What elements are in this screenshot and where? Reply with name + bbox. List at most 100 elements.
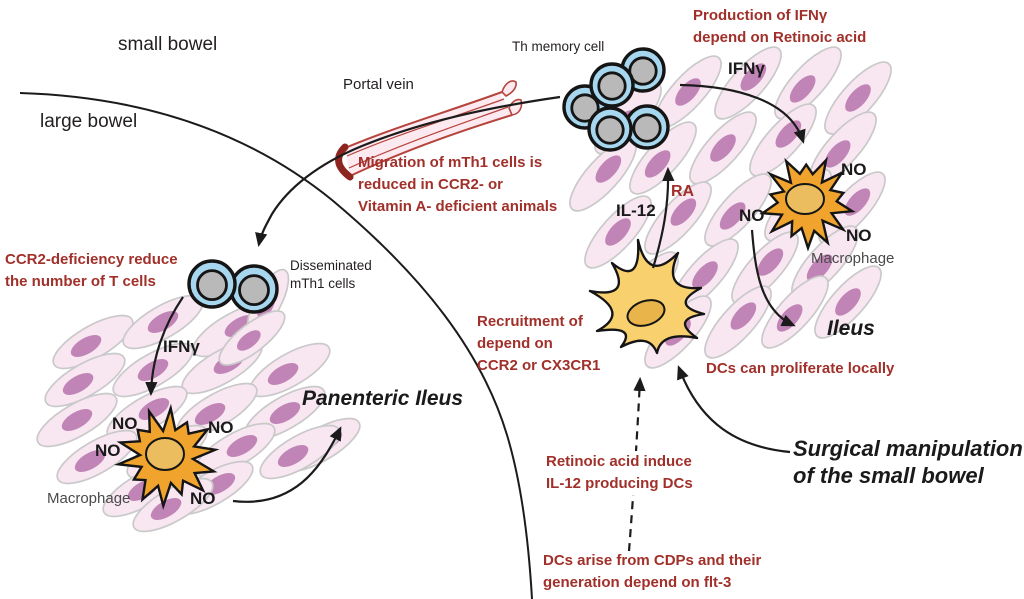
ifn-gamma-left-arrow [145, 296, 184, 397]
muscle-cell-nucleus [194, 403, 226, 425]
muscle-cell-nucleus [730, 302, 757, 330]
muscle-cell-nucleus [605, 218, 631, 246]
muscle-cell-nucleus [70, 335, 102, 357]
muscle-cell [36, 392, 118, 448]
portal-vein-inner-line-bottom [348, 106, 509, 169]
t-cell-nucleus [632, 113, 662, 143]
muscle-cell [259, 424, 341, 480]
t-cell [187, 259, 237, 309]
muscle-cell [689, 111, 757, 185]
muscle-cell [132, 477, 214, 533]
dendritic-cell [588, 238, 706, 355]
dendritic-cell-body [588, 238, 706, 355]
no-label: NO [208, 418, 234, 437]
portal-vein-label: Portal vein [343, 76, 414, 93]
muscle-cell-nucleus [644, 150, 671, 178]
macrophage-nucleus [145, 437, 185, 471]
muscle-cell [44, 352, 126, 408]
ifn-gamma-left-label: IFNγ [163, 337, 200, 356]
muscle-cell-nucleus [61, 409, 93, 431]
no-to-panenteric-ileus-arrow [232, 426, 342, 503]
muscle-cell-nucleus [710, 134, 736, 162]
muscle-cell-nucleus [835, 288, 861, 316]
surgical-manipulation-label: Surgical manipulation of the small bowel [793, 436, 1023, 488]
t-cell-nucleus [238, 274, 270, 307]
muscle-cell [704, 173, 772, 247]
muscle-cell-nucleus [844, 188, 871, 216]
ileus-label: Ileus [827, 317, 875, 340]
macrophage-cell-right [759, 156, 856, 252]
muscle-cell-nucleus [267, 363, 299, 385]
disseminated-mth1-label: Disseminated mTh1 cells [290, 258, 372, 291]
portal-vein-bottom-wall [349, 114, 513, 177]
portal-vein [335, 80, 523, 181]
t-cell [229, 264, 279, 314]
muscle-cell-nucleus [62, 373, 94, 395]
muscle-cell-nucleus [595, 155, 622, 183]
macrophage-right-label: Macrophage [811, 250, 895, 267]
mth1-migration-arrow [255, 95, 561, 248]
il12-ra-arrow [651, 166, 675, 269]
ifn-gamma-right-arrow [679, 83, 806, 144]
ra-label: RA [671, 183, 695, 200]
ccr2-deficiency-note: CCR2-deficiency reduce the number of T c… [5, 251, 178, 291]
no-label: NO [846, 226, 872, 245]
t-cell-nucleus [597, 71, 627, 101]
no-label: NO [112, 414, 138, 433]
muscle-cell [824, 61, 892, 135]
no-label: NO [190, 489, 216, 508]
portal-vein-top-wall [344, 91, 503, 149]
muscle-cell-nucleus [150, 498, 182, 520]
muscle-cell-nucleus [789, 75, 816, 103]
muscle-cell-nucleus [237, 330, 261, 351]
muscle-cell-nucleus [806, 254, 833, 282]
panenteric-ileus-label: Panenteric Ileus [302, 387, 464, 410]
no-label: NO [95, 441, 121, 460]
production-note: Production of IFNγ depend on Retinoic ac… [693, 7, 867, 47]
migration-note: Migration of mTh1 cells is reduced in CC… [358, 154, 558, 216]
no-label: NO [739, 206, 765, 225]
bowel-boundary-line [19, 92, 533, 599]
t-cell [624, 104, 670, 150]
muscle-cell [814, 265, 882, 339]
t-cell-nucleus [595, 115, 625, 145]
dcs-proliferate-note: DCs can proliferate locally [706, 360, 895, 377]
muscle-cell [704, 285, 772, 359]
muscle-cell [569, 138, 637, 212]
no-label: NO [841, 160, 867, 179]
cdp-origin-note: DCs arise from CDPs and their generation… [543, 552, 762, 592]
muscle-cell [218, 310, 286, 366]
dendritic-cell-nucleus [626, 299, 666, 327]
disseminated-mth1-cells [187, 259, 279, 314]
retinoic-induce-note: Retinoic acid induce IL-12 producing DCs [543, 451, 696, 496]
muscle-cell-nucleus [845, 84, 871, 112]
cdp-flt3-dashed-arrow [627, 376, 646, 552]
muscle-cell-nucleus [692, 261, 718, 289]
muscle-cell-nucleus [719, 202, 746, 230]
muscle-cell-nucleus [226, 435, 258, 457]
muscle-cell [714, 46, 782, 120]
muscle-cell [774, 46, 842, 120]
th-memory-cell-label: Th memory cell [512, 39, 605, 54]
muscle-cell-nucleus [740, 63, 767, 91]
ifn-gamma-right-label: IFNγ [728, 59, 765, 78]
muscle-cell-nucleus [775, 120, 802, 148]
portal-vein-inner-line-top [346, 98, 505, 157]
portal-vein-opening-bottom-lip [508, 98, 523, 116]
t-cell-nucleus [570, 93, 600, 123]
t-cell [587, 106, 633, 152]
portal-vein-opening-top-lip [501, 80, 517, 97]
macrophage-nucleus [785, 183, 825, 215]
recruitment-note: Recruitment of depend on CCR2 or CX3CR1 [477, 313, 601, 375]
large-bowel-label: large bowel [40, 111, 138, 132]
t-cell-nucleus [196, 269, 228, 302]
muscle-cell-nucleus [269, 402, 301, 424]
muscle-cell [56, 429, 138, 485]
muscle-cell [584, 195, 652, 269]
muscle-cell-nucleus [670, 198, 697, 226]
t-cell [589, 62, 635, 108]
portal-vein-body [345, 94, 512, 176]
muscle-cell-nucleus [824, 140, 851, 168]
